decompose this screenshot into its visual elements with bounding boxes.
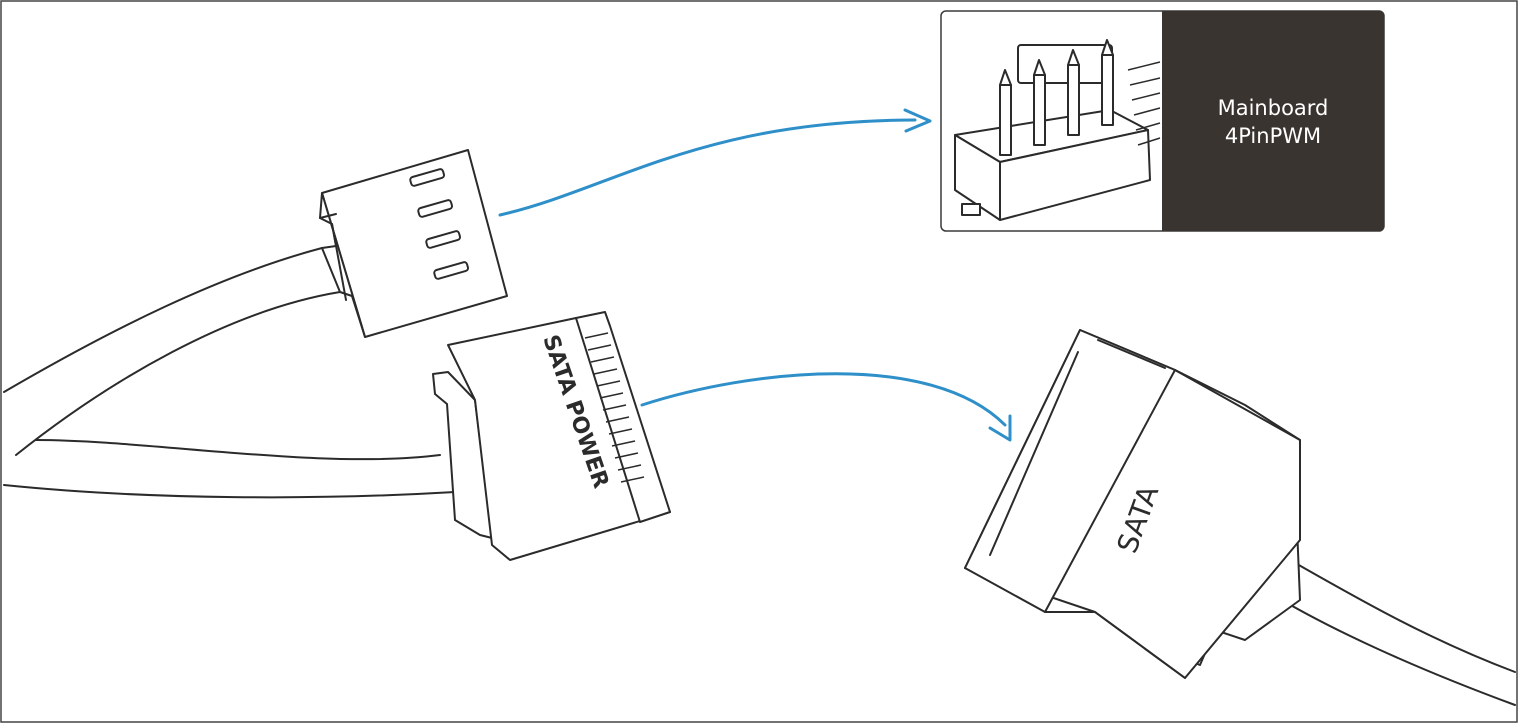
arrow-fan-to-mainboard: [498, 108, 932, 217]
sata-power-connector: SATA POWER: [432, 311, 671, 561]
mainboard-label-line1: Mainboard: [1218, 96, 1329, 120]
sata-power-cable: [3, 439, 456, 499]
fan-cable: [3, 247, 341, 456]
fan-4pin-connector: [319, 149, 508, 338]
sata-connector: SATA: [964, 329, 1516, 706]
fan-connector-pin-slots: [409, 168, 470, 280]
adjacent-header-pins: [1127, 61, 1161, 146]
mainboard-4pin-header: [954, 39, 1161, 221]
mainboard-label-panel: [1162, 11, 1384, 231]
arrow-sata-power-to-sata: [640, 372, 1012, 442]
mainboard-inset: Mainboard 4PinPWM: [940, 10, 1385, 232]
header-pins: [999, 39, 1114, 156]
mainboard-label-line2: 4PinPWM: [1225, 124, 1321, 148]
sata-power-contacts: [584, 332, 645, 483]
smd-component: [961, 203, 981, 216]
